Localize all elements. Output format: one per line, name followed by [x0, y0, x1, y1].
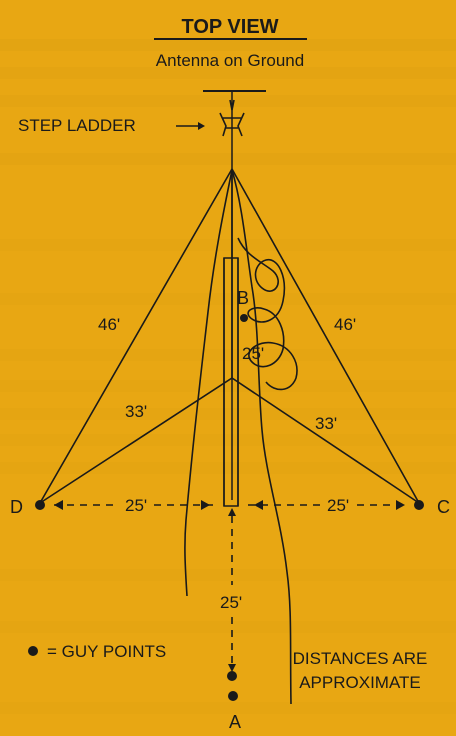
left-center-arrowhead: [201, 500, 210, 510]
guy-point-a-upper: [227, 671, 237, 681]
down-span-arrowhead-bottom: [228, 664, 236, 672]
antenna-guy-lines: [39, 168, 420, 504]
point-label-c: C: [437, 497, 450, 517]
distance-right-diagonal: 46': [334, 315, 356, 334]
point-label-a: A: [229, 712, 241, 732]
step-ladder-arrowhead: [198, 122, 205, 130]
guy-point-c: [414, 500, 424, 510]
left-outer-guy-line: [39, 168, 233, 504]
distances-note-line2: APPROXIMATE: [299, 673, 421, 692]
page-title: TOP VIEW: [181, 16, 278, 38]
guy-point-d: [35, 500, 45, 510]
left-span-arrowhead: [54, 500, 63, 510]
ladder-sketch: [219, 112, 245, 137]
distance-mast-section: 25': [242, 344, 264, 363]
right-center-arrowhead: [254, 500, 263, 510]
legend-guy-point-icon: [28, 646, 38, 656]
left-inner-guy-line: [39, 377, 233, 504]
legend-guy-points-text: = GUY POINTS: [47, 642, 166, 661]
distance-left-span: 25': [125, 496, 147, 515]
point-label-d: D: [10, 497, 23, 517]
distances-note-line1: DISTANCES ARE: [293, 649, 428, 668]
loose-cable-left: [184, 169, 233, 597]
distance-right-guy: 33': [315, 414, 337, 433]
distance-down-span: 25': [220, 593, 242, 612]
distance-right-span: 25': [327, 496, 349, 515]
distance-left-guy: 33': [125, 402, 147, 421]
guy-point-b: [240, 314, 248, 322]
right-span-arrowhead: [396, 500, 405, 510]
step-ladder-label: STEP LADDER: [18, 116, 136, 135]
loose-cable-right: [231, 169, 292, 705]
page-subtitle: Antenna on Ground: [156, 51, 304, 70]
coiled-antenna-wire: [237, 237, 298, 391]
right-outer-guy-line: [231, 168, 420, 504]
down-span-arrowhead-top: [228, 508, 236, 516]
guy-point-a: [228, 691, 238, 701]
right-inner-guy-line: [231, 377, 420, 504]
distance-left-diagonal: 46': [98, 315, 120, 334]
point-label-b: B: [237, 288, 249, 308]
ladder-top-mark: [229, 99, 235, 111]
